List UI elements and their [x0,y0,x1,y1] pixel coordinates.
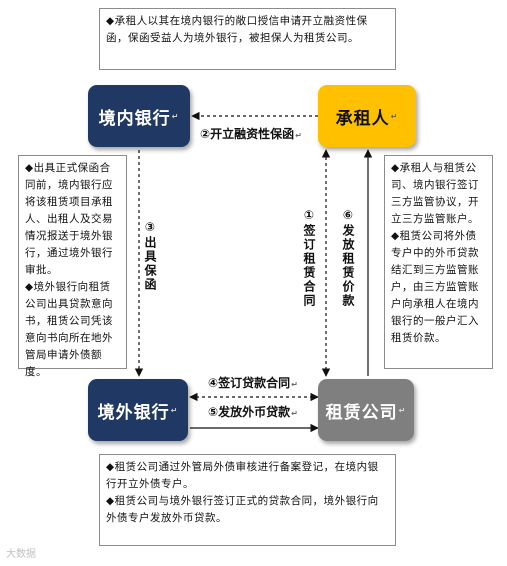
node-domestic-bank: 境内银行 ↵ [88,85,190,147]
note-left-text-1: ◆出具正式保函合同前，境内银行应将该租赁项目承租人、出租人及交易情况报送于境外银… [25,162,113,276]
return-mark: ↵ [291,409,298,418]
note-bottom-text-1: ◆租赁公司通过外管局外债审核进行备案登记，在境内银行开立外债专户。 [106,461,379,490]
return-mark: ↵ [398,405,407,415]
arrow-label-4-text: ④签订贷款合同 [208,376,291,390]
arrow-label-6: ⑥发放租赁价款 [341,208,355,308]
arrow-label-2: ②开立融资性保函↵ [200,125,302,142]
watermark: 大数据 [6,545,36,560]
arrow-label-2-text: ②开立融资性保函 [200,127,295,141]
node-domestic-bank-label: 境内银行 [98,108,171,129]
watermark-text: 大数据 [6,549,36,560]
arrow-label-1: ①签订租赁合同 [302,208,316,308]
note-right: ◆承租人与租赁公司、境内银行签订三方监管协议，开立三方监管账户。 ◆租赁公司将外… [384,155,493,369]
return-mark: ↵ [170,405,179,415]
arrow-label-6-text: ⑥发放租赁价款 [341,208,355,308]
node-lessee-label: 承租人 [335,108,390,129]
node-leasing-company: 租赁公司 ↵ [318,379,414,441]
return-mark: ↵ [390,111,399,121]
note-bottom-text-2: ◆租赁公司与境外银行签订正式的贷款合同，境外银行向外债专户发放外币贷款。 [106,495,379,524]
note-left-text-2: ◆境外银行向租赁公司出具贷款意向书，租赁公司凭该意向书向所在地外管局申请外债额度… [25,281,113,378]
return-mark: ↵ [295,131,302,140]
node-leasing-company-label: 租赁公司 [325,402,398,423]
note-top-text: ◆承租人以其在境内银行的敞口授信申请开立融资性保函，保函受益人为境外银行，被担保… [106,15,368,44]
arrow-label-1-text: ①签订租赁合同 [302,208,316,308]
arrow-label-5: ⑤发放外币贷款↵ [208,403,298,420]
node-foreign-bank-label: 境外银行 [97,402,170,423]
note-right-text-2: ◆租赁公司将外债专户中的外币贷款结汇到三方监管账户，由三方监管账户向承租人在境内… [391,230,479,344]
return-mark: ↵ [291,380,298,389]
arrow-label-3: ③出具保函 [143,220,157,292]
note-left: ◆出具正式保函合同前，境内银行应将该租赁项目承租人、出租人及交易情况报送于境外银… [18,155,127,378]
note-bottom: ◆租赁公司通过外管局外债审核进行备案登记，在境内银行开立外债专户。 ◆租赁公司与… [99,454,396,546]
node-foreign-bank: 境外银行 ↵ [88,379,188,441]
note-right-text-1: ◆承租人与租赁公司、境内银行签订三方监管协议，开立三方监管账户。 [391,162,479,225]
arrow-label-3-text: ③出具保函 [143,220,157,292]
note-top: ◆承租人以其在境内银行的敞口授信申请开立融资性保函，保函受益人为境外银行，被担保… [99,8,396,70]
arrow-label-5-text: ⑤发放外币贷款 [208,405,291,419]
node-lessee: 承租人 ↵ [318,85,416,147]
return-mark: ↵ [171,111,180,121]
arrow-label-4: ④签订贷款合同↵ [208,374,298,391]
